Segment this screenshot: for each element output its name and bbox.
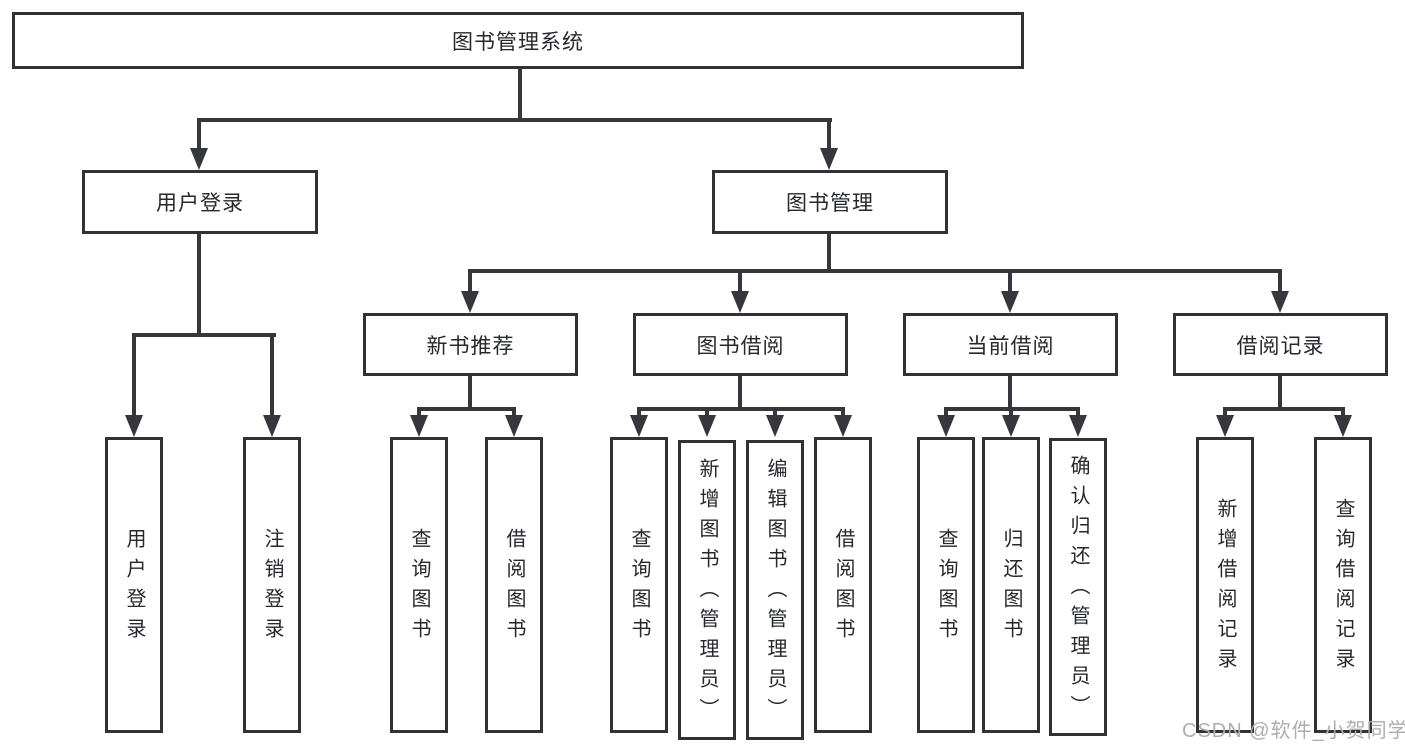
connector-line [1008,376,1012,411]
node-current-borrowing-label: 当前借阅 [966,334,1055,358]
connector-line [1223,407,1345,411]
leaf-user-login: 用户登录 [105,437,163,733]
csdn-watermark: CSDN @软件_小贺同学 [1182,720,1405,742]
leaf-return-book-label: 归还图书 [1000,528,1022,648]
arrow-down-icon [1002,415,1020,437]
arrow-down-icon [698,415,716,437]
connector-line [468,269,472,295]
connector-line [1009,407,1013,419]
leaf-query-book-under-recommendation: 查询图书 [390,437,448,733]
leaf-query-book-label: 查询图书 [935,528,957,648]
node-book-management-label: 图书管理 [786,192,874,215]
node-new-book-recommendation: 新书推荐 [363,313,578,376]
node-root-label: 图书管理系统 [452,30,584,54]
arrow-down-icon [190,148,208,170]
leaf-query-book-label: 查询图书 [628,528,650,648]
leaf-logout-label: 注销登录 [261,528,283,648]
connector-line [1278,269,1282,295]
leaf-query-borrow-record-label: 查询借阅记录 [1332,498,1354,678]
leaf-borrow-book-label: 借阅图书 [503,528,525,648]
connector-line [637,407,845,411]
leaf-query-borrow-record: 查询借阅记录 [1314,437,1372,733]
leaf-borrow-book-label: 借阅图书 [832,528,854,648]
leaf-borrow-book-under-borrowing: 借阅图书 [814,437,872,733]
leaf-add-borrow-record: 新增借阅记录 [1196,437,1254,733]
leaf-query-book-label: 查询图书 [408,528,430,648]
arrow-down-icon [766,415,784,437]
connector-line [518,68,522,122]
leaf-query-book-under-current: 查询图书 [917,437,975,733]
arrow-down-icon [505,415,523,437]
leaf-add-book-admin: 新增图书（管理员） [678,440,736,740]
connector-line [1076,407,1080,419]
leaf-query-book-under-borrowing: 查询图书 [610,437,668,733]
connector-line [468,376,472,411]
connector-line [738,269,742,295]
connector-line [827,234,831,273]
leaf-edit-book-admin: 编辑图书（管理员） [746,440,804,740]
leaf-add-borrow-record-label: 新增借阅记录 [1214,498,1236,678]
node-root: 图书管理系统 [12,12,1024,69]
arrow-down-icon [410,415,428,437]
node-borrowing-records-label: 借阅记录 [1236,334,1325,358]
connector-line [132,333,276,337]
arrow-down-icon [263,415,281,437]
node-user-login-label: 用户登录 [156,192,244,215]
arrow-down-icon [461,291,479,313]
node-current-borrowing: 当前借阅 [903,313,1118,376]
node-user-login: 用户登录 [82,170,318,234]
connector-line [512,407,516,419]
leaf-confirm-return-admin-label: 确认归还（管理员） [1067,455,1089,725]
arrow-down-icon [820,148,838,170]
connector-line [705,407,709,419]
arrow-down-icon [630,415,648,437]
connector-line [197,118,832,122]
arrow-down-icon [1069,415,1087,437]
arrow-down-icon [1216,415,1234,437]
leaf-return-book: 归还图书 [982,437,1040,733]
connector-line [944,407,948,419]
connector-line [132,333,136,417]
node-new-book-recommendation-label: 新书推荐 [426,334,515,358]
node-book-borrowing: 图书借阅 [633,313,848,376]
connector-line [1278,376,1282,411]
connector-line [468,269,1282,273]
leaf-edit-book-admin-label: 编辑图书（管理员） [764,458,786,728]
arrow-down-icon [937,415,955,437]
connector-line [197,118,201,152]
connector-line [1223,407,1227,419]
connector-line [417,407,516,411]
arrow-down-icon [1001,291,1019,313]
leaf-user-login-label: 用户登录 [123,528,145,648]
arrow-down-icon [731,291,749,313]
connector-line [417,407,421,419]
connector-line [1008,269,1012,295]
leaf-confirm-return-admin: 确认归还（管理员） [1049,438,1107,736]
arrow-down-icon [1271,291,1289,313]
connector-line [270,333,274,417]
arrow-down-icon [834,415,852,437]
connector-line [1341,407,1345,419]
leaf-logout: 注销登录 [243,437,301,733]
connector-line [637,407,641,419]
node-borrowing-records: 借阅记录 [1173,313,1388,376]
connector-line [197,234,201,337]
connector-line [738,376,742,411]
connector-line [827,118,831,152]
connector-line [841,407,845,419]
leaf-add-book-admin-label: 新增图书（管理员） [696,458,718,728]
node-book-management: 图书管理 [712,170,948,234]
node-book-borrowing-label: 图书借阅 [696,334,785,358]
leaf-borrow-book-under-recommendation: 借阅图书 [485,437,543,733]
arrow-down-icon [1334,415,1352,437]
connector-line [773,407,777,419]
arrow-down-icon [125,415,143,437]
